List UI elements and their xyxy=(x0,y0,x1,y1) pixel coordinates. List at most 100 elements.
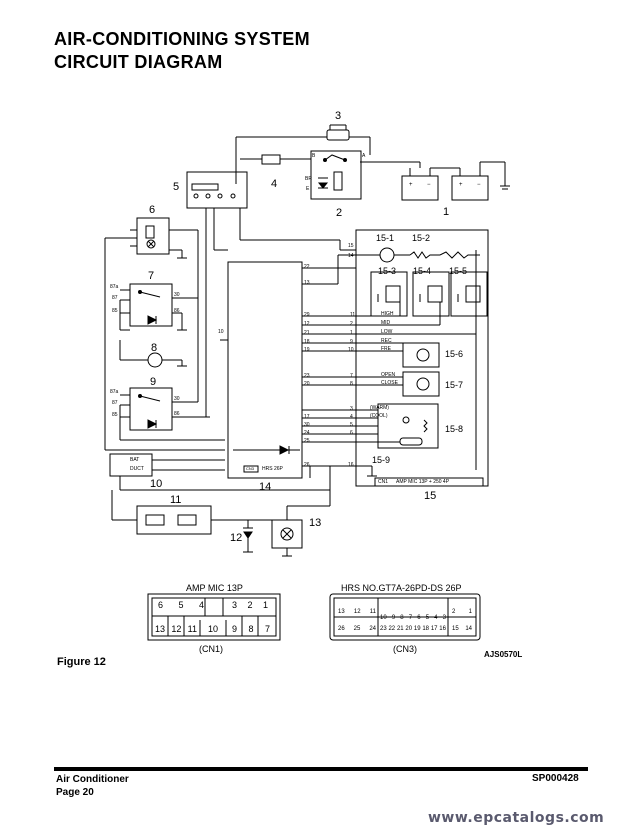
cn3-pin: 23 xyxy=(380,626,387,632)
cn1-bottom-mid: 10 xyxy=(208,624,219,634)
label-15-7: 15-7 xyxy=(445,380,464,390)
motor-8 xyxy=(119,340,187,368)
label-15-5: 15-5 xyxy=(449,266,468,276)
pin-12: 12 xyxy=(304,321,310,327)
cn3-pin: 9 xyxy=(391,615,396,621)
cn3-pin: 6 xyxy=(417,615,421,621)
label-15-8: 15-8 xyxy=(445,424,464,434)
page-title: AIR-CONDITIONING SYSTEM CIRCUIT DIAGRAM xyxy=(54,28,310,74)
terminal-87-r7: 87 xyxy=(112,295,118,301)
terminal-85-r7: 85 xyxy=(112,308,118,314)
svg-text:−: − xyxy=(427,182,431,188)
cn3-connector-drawing xyxy=(329,593,481,641)
cn3-row1-mid: 10 9 8 7 6 5 4 3 xyxy=(380,615,446,621)
pin-6: 6 xyxy=(350,430,353,436)
label-4: 4 xyxy=(271,178,278,190)
controller-14 xyxy=(227,261,303,479)
pin-4: 4 xyxy=(350,414,353,420)
terminal-86-r9: 86 xyxy=(174,411,180,417)
cn3-pin: 19 xyxy=(413,626,421,632)
cn3-pin: 13 xyxy=(338,609,345,615)
pin-11: 11 xyxy=(350,312,356,318)
label-12: 12 xyxy=(230,532,243,544)
cn3-pin: 2 xyxy=(452,609,456,615)
label-15-4: 15-4 xyxy=(413,266,432,276)
figure-reference: AJS0570L xyxy=(484,650,523,659)
cn1-amp-label: AMP MIC 13P + 250 4P xyxy=(396,479,450,485)
cn3-pin: 3 xyxy=(442,615,446,621)
cn3-pin: 24 xyxy=(369,626,376,632)
cn3-row1-left: 13 12 11 xyxy=(338,609,376,615)
relay-9 xyxy=(119,387,225,441)
switch-10 xyxy=(109,453,330,491)
svg-text:+: + xyxy=(459,182,463,188)
signal-fre: FRE xyxy=(381,346,391,352)
cn3-pin: 26 xyxy=(338,626,345,632)
signal-close: CLOSE xyxy=(381,380,398,386)
cn3-hrs-label: HRS 26P xyxy=(262,466,283,472)
label-15-3: 15-3 xyxy=(378,266,397,276)
cn3-pin: 16 xyxy=(439,626,446,632)
footer-rule xyxy=(54,767,588,771)
signal-warm: (WARM) xyxy=(370,405,389,411)
footer-doc-id: SP000428 xyxy=(532,773,579,784)
label-14: 14 xyxy=(259,481,272,493)
label-15-6: 15-6 xyxy=(445,349,464,359)
cn3-pin: 22 xyxy=(388,626,396,632)
footer-section: Air Conditioner xyxy=(56,774,129,785)
label-3: 3 xyxy=(335,110,342,122)
cn1-top-right: 3 2 1 xyxy=(232,600,268,610)
cn1-bottom-left: 13 12 11 xyxy=(155,624,197,634)
pin-3: 3 xyxy=(350,406,353,412)
cn3-pin: 12 xyxy=(353,609,361,615)
title-line-1: AIR-CONDITIONING SYSTEM xyxy=(54,29,310,49)
label-11: 11 xyxy=(170,494,182,506)
cn3-tag: CN3 xyxy=(246,466,255,471)
signal-high: HIGH xyxy=(381,311,394,317)
pin-10b: 10 xyxy=(348,347,354,353)
relay-7 xyxy=(119,283,198,331)
cn1-pin: 6 xyxy=(158,600,164,610)
cn1-bottom-right: 9 8 7 xyxy=(232,624,270,634)
pin-19: 19 xyxy=(304,347,310,353)
cn3-pin: 10 xyxy=(380,615,387,621)
terminal-87a-r7: 87a xyxy=(110,284,119,290)
terminal-85-r9: 85 xyxy=(112,412,118,418)
signal-cool: (COOL) xyxy=(370,413,388,419)
cn3-row1-right: 2 1 xyxy=(452,609,472,615)
cn1-pin: 5 xyxy=(178,600,184,610)
pin-23: 23 xyxy=(304,373,310,379)
label-15-9: 15-9 xyxy=(372,455,391,465)
label-7: 7 xyxy=(148,270,155,282)
label-15-1: 15-1 xyxy=(376,233,395,243)
pin-30: 30 xyxy=(304,422,310,428)
cn3-pin: 20 xyxy=(405,626,413,632)
pin-21: 21 xyxy=(304,330,310,336)
cn1-connector-drawing xyxy=(147,593,281,641)
cn3-pin: 14 xyxy=(465,626,472,632)
label-8: 8 xyxy=(151,342,158,354)
terminal-30-r7: 30 xyxy=(174,292,180,298)
svg-text:−: − xyxy=(477,182,481,188)
label-1: 1 xyxy=(443,206,450,218)
svg-text:A: A xyxy=(362,153,366,159)
cn3-pin: 1 xyxy=(468,609,472,615)
terminal-87-r9: 87 xyxy=(112,400,118,406)
pin-8: 8 xyxy=(350,381,353,387)
cn3-caption: (CN3) xyxy=(393,644,417,654)
signal-rec: REC xyxy=(381,338,392,344)
pin-20: 20 xyxy=(304,381,310,387)
cn3-pin: 4 xyxy=(434,615,438,621)
relay-6 xyxy=(104,217,225,451)
label-6: 6 xyxy=(149,204,156,216)
harness-wires xyxy=(197,208,356,490)
label-15: 15 xyxy=(424,490,437,502)
label-13: 13 xyxy=(309,517,322,529)
switch-3 xyxy=(236,124,371,155)
cn1-pin: 1 xyxy=(262,600,268,610)
cn3-row2-mid: 23 22 21 20 19 18 17 16 xyxy=(380,626,446,632)
cn1-pin: 4 xyxy=(198,600,204,610)
cn3-row2-left: 26 25 24 xyxy=(338,626,376,632)
signal-duct: DUCT xyxy=(130,466,144,472)
pin-29: 29 xyxy=(304,312,310,318)
